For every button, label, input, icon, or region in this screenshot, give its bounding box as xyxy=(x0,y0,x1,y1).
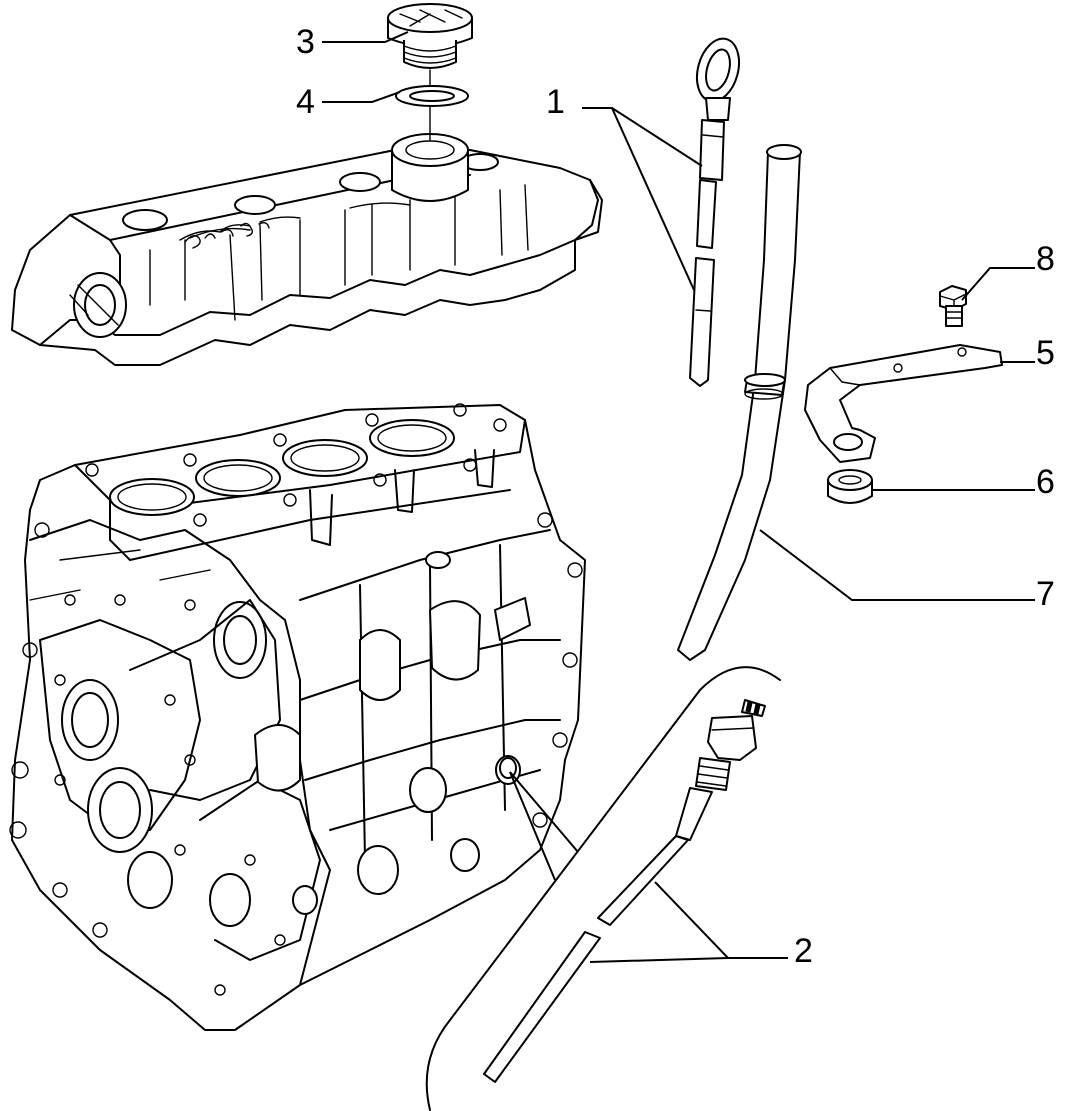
engine-block xyxy=(9,403,586,1031)
callout-5: 5 xyxy=(1036,334,1055,372)
cylinder-head-cover xyxy=(11,133,603,366)
support-bracket xyxy=(804,344,1003,463)
callout-3: 3 xyxy=(296,23,315,61)
sealing-washer xyxy=(395,85,469,141)
rubber-grommet xyxy=(827,469,873,504)
oil-level-sensor xyxy=(425,666,781,1111)
bracket-bolt xyxy=(939,285,967,327)
callout-7: 7 xyxy=(1036,575,1055,613)
leader-lines xyxy=(322,31,1035,963)
callout-1: 1 xyxy=(546,83,565,121)
callout-2: 2 xyxy=(794,932,813,970)
callout-6: 6 xyxy=(1036,463,1055,501)
callout-8: 8 xyxy=(1036,240,1055,278)
oil-filler-cap xyxy=(387,3,473,89)
callout-numbers: 3 4 1 8 5 6 7 2 xyxy=(296,23,1055,970)
dipstick-guide-tube xyxy=(677,144,802,661)
callout-4: 4 xyxy=(296,83,315,121)
oil-dipstick xyxy=(689,37,741,387)
